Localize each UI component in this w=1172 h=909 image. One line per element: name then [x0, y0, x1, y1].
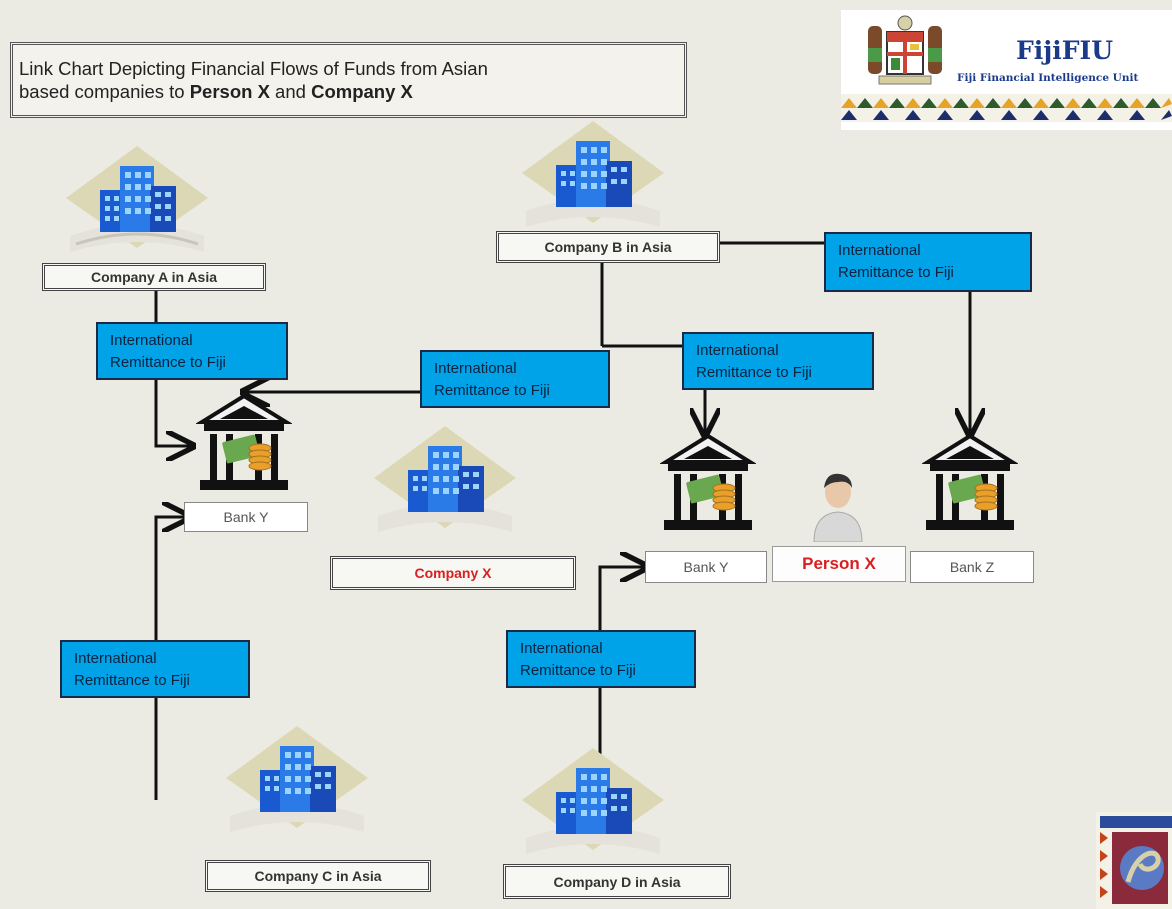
- reserve-bank-emblem-icon: [1096, 812, 1172, 909]
- company-a-building-icon: [66, 146, 208, 252]
- company-c-building-icon: [226, 726, 368, 832]
- remittance-box-company-b-to-bank-z: International Remittance to Fiji: [824, 232, 1032, 292]
- company-x-building-icon: [374, 426, 516, 532]
- company-c-label: Company C in Asia: [205, 860, 431, 892]
- company-d-building-icon: [522, 748, 664, 854]
- title-and: and: [269, 81, 312, 102]
- title-company-x: Company X: [311, 81, 413, 102]
- logo-subtitle: Fiji Financial Intelligence Unit: [957, 72, 1139, 84]
- fiji-fiu-logo: FijiFIU Fiji Financial Intelligence Unit: [841, 10, 1172, 130]
- person-x-label: Person X: [772, 546, 906, 582]
- remittance-line-1: International: [110, 332, 193, 349]
- title-line-1: Link Chart Depicting Financial Flows of …: [19, 58, 488, 79]
- person-x-icon: [813, 473, 863, 542]
- remittance-line-1: International: [74, 650, 157, 667]
- company-a-label: Company A in Asia: [42, 263, 266, 291]
- remittance-line-2: Remittance to Fiji: [110, 354, 226, 371]
- remittance-line-2: Remittance to Fiji: [696, 364, 812, 381]
- flow-company-d-to-bank-y-right: [598, 567, 644, 780]
- bank-y-left-icon: [196, 393, 292, 490]
- remittance-line-2: Remittance to Fiji: [74, 672, 190, 689]
- bank-z-icon: [922, 433, 1018, 530]
- company-d-label: Company D in Asia: [503, 864, 731, 899]
- remittance-box-company-b-to-bank-y-left: International Remittance to Fiji: [420, 350, 610, 408]
- chart-title: Link Chart Depicting Financial Flows of …: [10, 42, 687, 118]
- bank-y-right-label: Bank Y: [645, 551, 767, 583]
- bank-z-label: Bank Z: [910, 551, 1034, 583]
- remittance-line-1: International: [696, 342, 779, 359]
- remittance-box-company-b-to-bank-y-right: International Remittance to Fiji: [682, 332, 874, 390]
- bank-y-left-label: Bank Y: [184, 502, 308, 532]
- logo-name: FijiFIU: [1016, 36, 1114, 65]
- remittance-box-company-c: International Remittance to Fiji: [60, 640, 250, 698]
- coat-of-arms-icon: [868, 15, 942, 85]
- tapa-pattern-band: [841, 94, 1172, 122]
- title-person-x: Person X: [189, 81, 270, 102]
- remittance-line-1: International: [434, 360, 517, 377]
- remittance-box-company-d: International Remittance to Fiji: [506, 630, 696, 688]
- bank-y-right-icon: [660, 433, 756, 530]
- flow-company-c-to-bank-y: [154, 517, 186, 800]
- remittance-line-1: International: [838, 242, 921, 259]
- remittance-line-1: International: [520, 640, 603, 657]
- remittance-box-company-a: International Remittance to Fiji: [96, 322, 288, 380]
- title-line-2-prefix: based companies to: [19, 81, 190, 102]
- remittance-line-2: Remittance to Fiji: [520, 662, 636, 679]
- company-b-building-icon: [522, 121, 664, 227]
- remittance-line-2: Remittance to Fiji: [838, 264, 954, 281]
- company-b-label: Company B in Asia: [496, 231, 720, 263]
- remittance-line-2: Remittance to Fiji: [434, 382, 550, 399]
- company-x-label: Company X: [330, 556, 576, 590]
